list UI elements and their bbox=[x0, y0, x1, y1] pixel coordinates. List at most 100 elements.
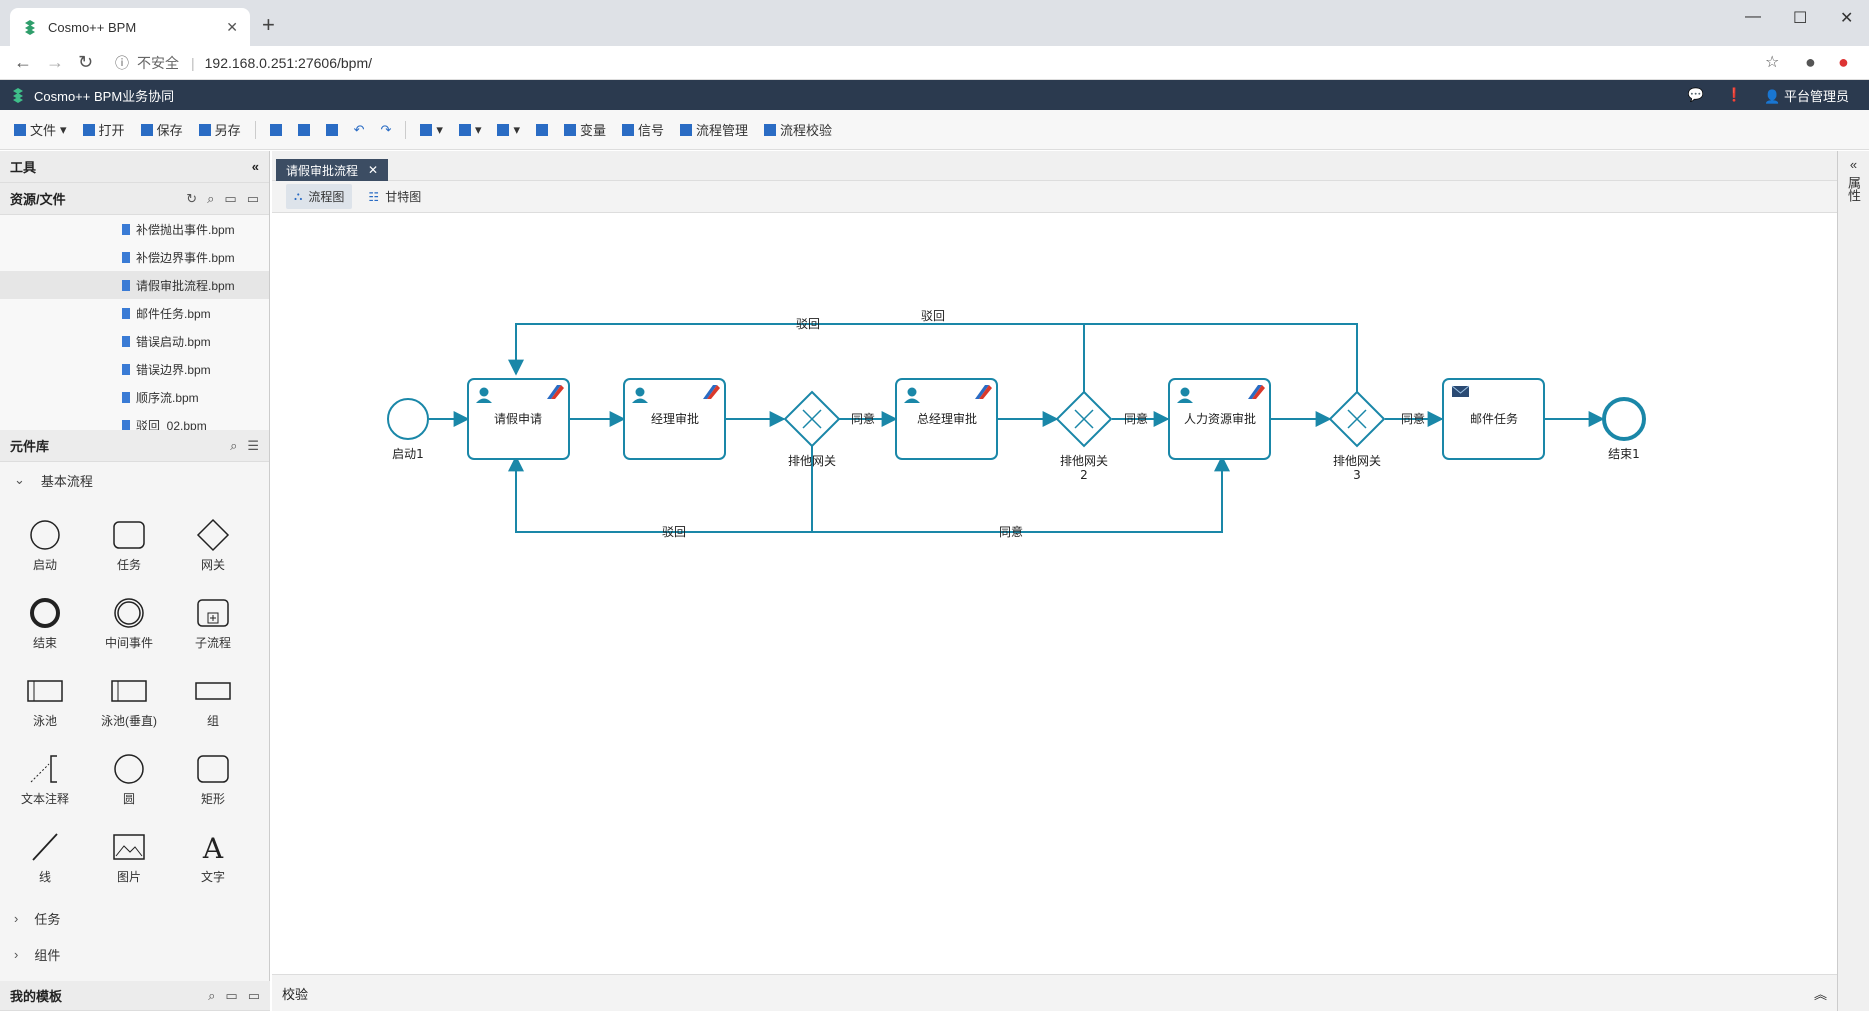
new-file-icon[interactable]: ▭ bbox=[224, 190, 237, 206]
gateway-2[interactable]: 排他网关 2 bbox=[1055, 390, 1113, 482]
back-icon[interactable]: ← bbox=[14, 52, 32, 72]
file-icon bbox=[14, 123, 26, 136]
template-search-icon[interactable]: ⌕ bbox=[208, 987, 216, 1003]
task-leave-request[interactable]: 请假申请 bbox=[467, 378, 570, 460]
palette-pool[interactable]: 泳池 bbox=[3, 662, 87, 740]
task-hr-approval[interactable]: 人力资源审批 bbox=[1168, 378, 1271, 460]
save-as-label: 另存 bbox=[214, 123, 241, 138]
minimize-icon[interactable]: — bbox=[1745, 8, 1761, 25]
flag-button[interactable] bbox=[530, 121, 554, 139]
message-icon[interactable]: 💬 bbox=[1687, 87, 1704, 102]
task-gm-approval[interactable]: 总经理审批 bbox=[895, 378, 998, 460]
maximize-icon[interactable]: ☐ bbox=[1793, 10, 1808, 27]
template-folder-icon[interactable]: ▭ bbox=[247, 987, 260, 1003]
palette-subprocess[interactable]: 子流程 bbox=[171, 584, 255, 662]
file-item[interactable]: 补偿抛出事件.bpm bbox=[0, 215, 269, 243]
file-item[interactable]: 驳回_02.bpm bbox=[0, 411, 269, 430]
palette-rectangle[interactable]: 矩形 bbox=[171, 740, 255, 818]
chevron-down-icon: ⌄ bbox=[14, 472, 25, 487]
collapse-left-icon[interactable]: « bbox=[251, 159, 259, 174]
arrange-button[interactable]: ▾ bbox=[491, 119, 526, 141]
gateway-3[interactable]: 排他网关 3 bbox=[1328, 390, 1386, 482]
new-tab-button[interactable]: + bbox=[262, 12, 275, 37]
gateway-1[interactable]: 排他网关 bbox=[783, 390, 841, 468]
document-tab[interactable]: 请假审批流程 ✕ bbox=[276, 159, 389, 181]
task-mail[interactable]: 邮件任务 bbox=[1442, 378, 1545, 460]
palette-pool-vertical[interactable]: 泳池(垂直) bbox=[87, 662, 171, 740]
palette-line[interactable]: 线 bbox=[3, 818, 87, 896]
paste-button[interactable] bbox=[320, 121, 344, 139]
task-manager-approval[interactable]: 经理审批 bbox=[623, 378, 726, 460]
folder-open-icon bbox=[82, 123, 95, 136]
search-icon[interactable]: ⌕ bbox=[207, 190, 215, 206]
file-menu-button[interactable]: 文件▾ bbox=[8, 117, 73, 142]
palette-text-annotation[interactable]: 文本注释 bbox=[3, 740, 87, 818]
reload-icon[interactable]: ↻ bbox=[78, 52, 94, 72]
expand-right-panel-icon[interactable]: « bbox=[1849, 157, 1858, 172]
save-as-button[interactable]: 另存 bbox=[193, 117, 247, 142]
bookmark-star-icon[interactable]: ☆ bbox=[1765, 54, 1780, 71]
align-button[interactable]: ▾ bbox=[414, 119, 449, 141]
open-button[interactable]: 打开 bbox=[77, 117, 131, 142]
extension-icon[interactable]: ● bbox=[1838, 52, 1849, 72]
flowchart-view-button[interactable]: ⛬流程图 bbox=[286, 184, 353, 209]
url-field[interactable]: ⓘ 不安全 | 192.168.0.251:27606/bpm/ bbox=[115, 52, 372, 74]
gateway-icon bbox=[196, 518, 230, 551]
library-menu-icon[interactable]: ☰ bbox=[247, 437, 259, 453]
copy-icon bbox=[269, 123, 282, 136]
window-close-icon[interactable]: ✕ bbox=[1840, 10, 1854, 27]
variables-button[interactable]: 变量 bbox=[558, 117, 612, 142]
copy-button[interactable] bbox=[264, 121, 288, 139]
file-item[interactable]: 补偿边界事件.bpm bbox=[0, 243, 269, 271]
palette-end[interactable]: 结束 bbox=[3, 584, 87, 662]
palette-gateway[interactable]: 网关 bbox=[171, 506, 255, 584]
task-section[interactable]: › 任务 bbox=[0, 900, 269, 936]
file-item[interactable]: 错误边界.bpm bbox=[0, 355, 269, 383]
close-document-icon[interactable]: ✕ bbox=[368, 163, 379, 177]
file-item[interactable]: 邮件任务.bpm bbox=[0, 299, 269, 327]
process-manage-button[interactable]: 流程管理 bbox=[674, 117, 754, 142]
diagram-canvas[interactable]: 启动1 请假申请 经理审批 总经理审批 人力资源审批 bbox=[272, 214, 1837, 974]
palette-circle[interactable]: 圆 bbox=[87, 740, 171, 818]
help-icon[interactable]: ❗ bbox=[1725, 87, 1743, 102]
forward-icon[interactable]: → bbox=[46, 52, 64, 72]
browser-tab[interactable]: Cosmo++ BPM ✕ bbox=[10, 8, 250, 46]
profile-icon[interactable]: ● bbox=[1805, 52, 1816, 72]
element-palette: 启动 任务 网关 结束 中间事件 子流程 泳池 泳池(垂直) 组 文本注释 圆 … bbox=[0, 498, 269, 896]
right-collapsed-panel[interactable]: « 属性 bbox=[1837, 151, 1869, 1011]
file-item[interactable]: 顺序流.bpm bbox=[0, 383, 269, 411]
distribute-button[interactable]: ▾ bbox=[453, 119, 488, 141]
process-check-button[interactable]: 流程校验 bbox=[758, 117, 838, 142]
component-section[interactable]: › 组件 bbox=[0, 936, 269, 972]
gantt-icon: ☷ bbox=[368, 189, 380, 204]
cut-button[interactable] bbox=[292, 121, 316, 139]
file-item[interactable]: 错误启动.bpm bbox=[0, 327, 269, 355]
expand-up-icon[interactable]: ︽ bbox=[1813, 986, 1827, 1002]
validation-bar: 校验 ︽ bbox=[272, 974, 1837, 1011]
svg-text:A: A bbox=[202, 832, 224, 864]
gantt-view-button[interactable]: ☷甘特图 bbox=[360, 184, 429, 209]
palette-intermediate[interactable]: 中间事件 bbox=[87, 584, 171, 662]
left-panel: 工具 « 资源/文件 ↻ ⌕ ▭ ▭ 补偿抛出事件.bpm 补偿边界事件.bpm… bbox=[0, 151, 270, 1011]
user-menu[interactable]: 👤 平台管理员 bbox=[1764, 88, 1849, 104]
redo-button[interactable]: ↷ bbox=[380, 121, 392, 137]
save-button[interactable]: 保存 bbox=[135, 117, 189, 142]
file-name: 驳回_02.bpm bbox=[136, 418, 207, 431]
signal-button[interactable]: 信号 bbox=[616, 117, 670, 142]
toolbar-divider bbox=[405, 120, 407, 139]
text-icon: A bbox=[202, 832, 224, 864]
basic-flow-section[interactable]: ⌄ 基本流程 bbox=[0, 462, 269, 498]
palette-start[interactable]: 启动 bbox=[3, 506, 87, 584]
palette-label: 圆 bbox=[122, 791, 135, 806]
refresh-icon[interactable]: ↻ bbox=[186, 190, 198, 206]
palette-image[interactable]: 图片 bbox=[87, 818, 171, 896]
library-search-icon[interactable]: ⌕ bbox=[230, 437, 238, 453]
file-item-selected[interactable]: 请假审批流程.bpm bbox=[0, 271, 269, 299]
new-folder-icon[interactable]: ▭ bbox=[246, 190, 259, 206]
template-new-icon[interactable]: ▭ bbox=[225, 987, 238, 1003]
palette-group[interactable]: 组 bbox=[171, 662, 255, 740]
close-tab-icon[interactable]: ✕ bbox=[226, 18, 238, 35]
palette-task[interactable]: 任务 bbox=[87, 506, 171, 584]
undo-button[interactable]: ↶ bbox=[353, 121, 365, 137]
